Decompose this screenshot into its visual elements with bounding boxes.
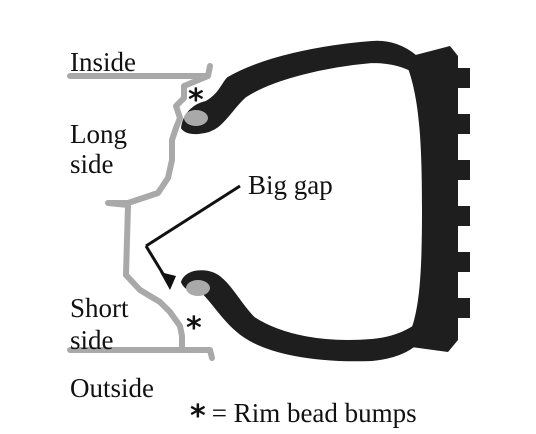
inside-label: Inside <box>70 47 136 77</box>
long-side-label-line2: side <box>70 149 114 179</box>
upper-rim-bump-marker: * <box>188 83 204 118</box>
big-gap-label: Big gap <box>248 170 333 200</box>
tire-lower-bead <box>180 270 421 362</box>
legend: *= Rim bead bumps <box>190 398 417 432</box>
big-gap-leader-line <box>145 184 241 248</box>
tire-tread <box>404 46 470 352</box>
short-side-label-line2: side <box>70 325 114 355</box>
legend-symbol: * <box>190 399 206 434</box>
lower-bead-wire <box>186 280 210 296</box>
legend-text: = Rim bead bumps <box>211 398 417 428</box>
big-gap-arrowhead <box>160 272 176 290</box>
upper-bead-wire <box>184 110 208 126</box>
short-side-label-line1: Short <box>70 293 129 323</box>
tire-upper-bead <box>180 40 421 134</box>
lower-rim-bump-marker: * <box>186 311 202 346</box>
long-side-label-line1: Long <box>70 119 127 149</box>
rim-profile <box>67 63 215 361</box>
outside-label: Outside <box>70 373 154 403</box>
